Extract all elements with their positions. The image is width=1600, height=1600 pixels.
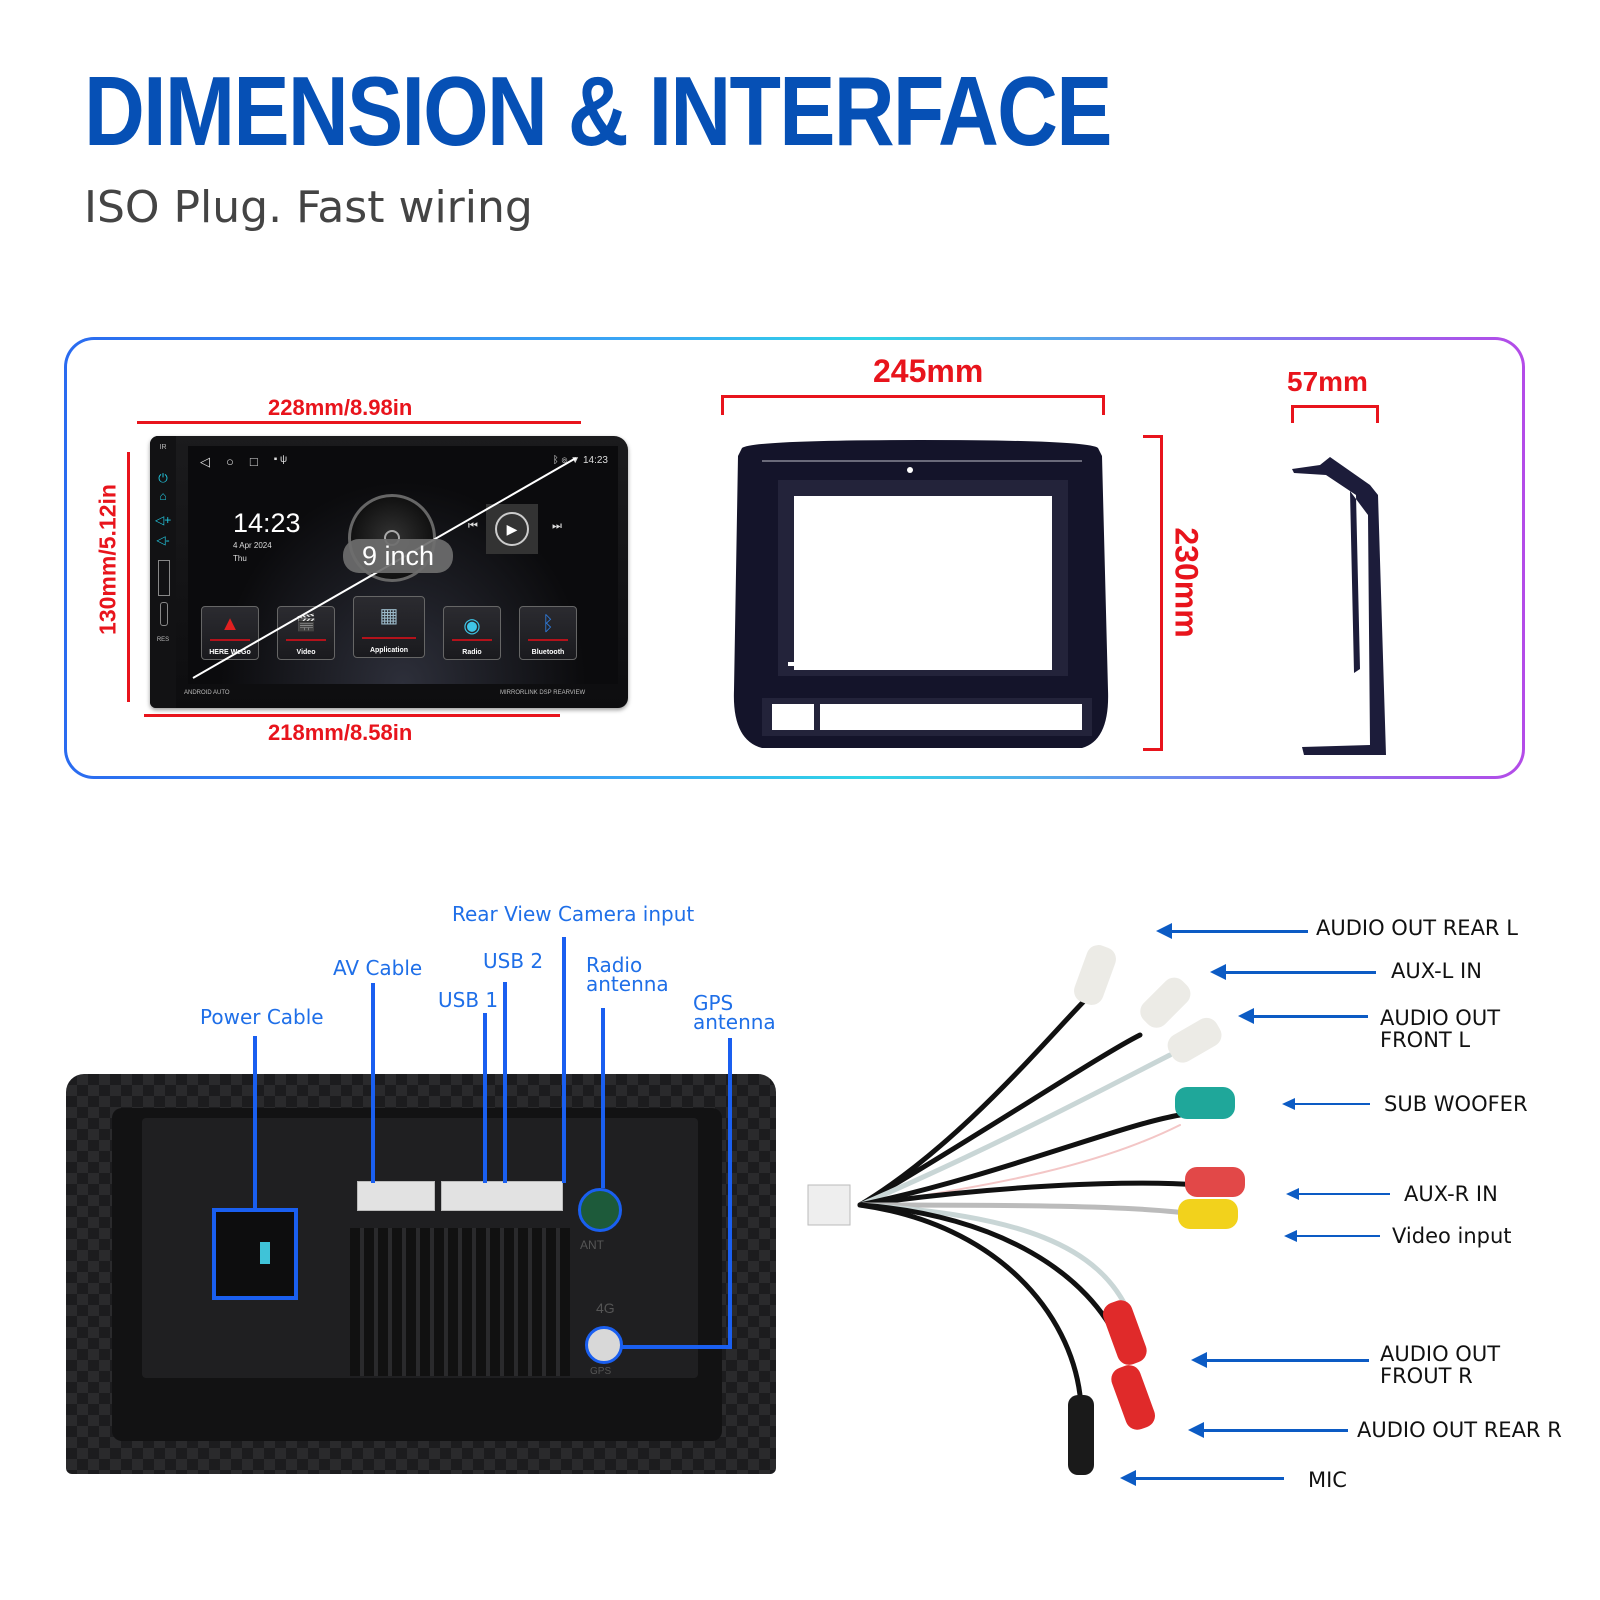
- usb-port-icon: [158, 560, 170, 596]
- heatsink: [350, 1228, 570, 1376]
- label-audio-out-rear-l: AUDIO OUT REAR L: [1316, 916, 1518, 940]
- wifi-icon: ▼: [570, 455, 581, 466]
- unit-height-label: 130mm/5.12in: [94, 484, 121, 635]
- usb-c-port-icon: [160, 602, 168, 626]
- app-here-wego[interactable]: ▲ HERE WeGo: [201, 606, 259, 660]
- unit-bottom-width-label: 218mm/8.58in: [268, 720, 413, 745]
- gps-antenna-port[interactable]: [585, 1326, 623, 1364]
- location-icon: ◎: [561, 455, 568, 466]
- page-subtitle: ISO Plug. Fast wiring: [84, 182, 533, 233]
- next-track-icon[interactable]: ⏭: [552, 520, 562, 532]
- label-aux-r-in: AUX-R IN: [1404, 1182, 1498, 1206]
- 4g-mark: 4G: [596, 1300, 615, 1316]
- page-title: DIMENSION & INTERFACE: [84, 56, 1113, 166]
- frame-depth-label: 57mm: [1287, 366, 1368, 397]
- side-mounting-bracket: [1292, 457, 1386, 755]
- arrow-audio-out-rear-l: [1156, 923, 1308, 939]
- label-audio-out-rear-r: AUDIO OUT REAR R: [1357, 1418, 1562, 1442]
- head-unit-side-panel: IR ⏻ ⌂ ◁+ ◁- RES: [150, 436, 176, 708]
- arrow-audio-out-rear-r: [1188, 1422, 1348, 1438]
- android-nav-bar: ◁ ○ □ ▪ ψ: [200, 454, 287, 470]
- power-cable-port[interactable]: [212, 1208, 298, 1300]
- unit-height-line: [127, 452, 130, 702]
- clock: 14:23: [233, 508, 301, 538]
- usb-camera-port-block[interactable]: [441, 1181, 563, 1211]
- app-grid-icon: ▦: [379, 605, 399, 627]
- ant-mark: ANT: [580, 1238, 604, 1252]
- media-player: ▶: [486, 504, 538, 554]
- label-audio-out-front-l-line2: FRONT L: [1380, 1028, 1471, 1052]
- status-bar: ᛒ ◎ ▼ 14:23: [553, 455, 608, 466]
- app-application[interactable]: ▦ Application: [353, 596, 425, 658]
- callout-radio-antenna: Radio antenna: [586, 953, 669, 996]
- unit-bottom-width-line: [144, 714, 560, 717]
- callout-rear-camera: Rear View Camera input: [452, 902, 695, 926]
- screen-size-badge: 9 inch: [343, 539, 453, 573]
- date: 4 Apr 2024: [233, 541, 272, 550]
- app-radio[interactable]: ◉ Radio: [443, 606, 501, 660]
- usb-status-icon: ▪ ψ: [273, 454, 288, 465]
- callout-usb-1: USB 1: [438, 988, 499, 1012]
- home-button-icon[interactable]: ⌂: [159, 489, 167, 503]
- label-audio-out-frout-r-line2: FROUT R: [1380, 1364, 1473, 1388]
- frame-width-label: 245mm: [873, 353, 984, 389]
- label-sub-woofer: SUB WOOFER: [1384, 1092, 1528, 1116]
- arrow-sub-woofer: [1282, 1098, 1370, 1110]
- play-icon[interactable]: ▶: [495, 512, 529, 546]
- dash-trim-frame: [733, 440, 1109, 748]
- callout-usb-2: USB 2: [483, 949, 544, 973]
- radio-antenna-icon: ◉: [463, 615, 481, 637]
- radio-antenna-port[interactable]: [578, 1188, 622, 1232]
- frame-height-label: 230mm: [1168, 527, 1205, 638]
- app-video[interactable]: 🎬 Video: [277, 606, 335, 660]
- res-label: RES: [156, 637, 170, 643]
- unit-top-width-label: 228mm/8.98in: [268, 395, 413, 420]
- status-time: 14:23: [582, 455, 608, 466]
- arrow-audio-out-frout-r: [1191, 1352, 1369, 1368]
- unit-top-width-line: [137, 421, 581, 424]
- av-cable-harness: [807, 945, 1245, 1475]
- arrow-video-input: [1284, 1230, 1380, 1242]
- bluetooth-status-icon: ᛒ: [552, 455, 559, 466]
- label-video-input: Video input: [1392, 1224, 1512, 1248]
- power-button-icon[interactable]: ⏻: [158, 471, 168, 485]
- video-clapper-icon: 🎬: [296, 615, 316, 632]
- bluetooth-icon: ᛒ: [542, 613, 554, 635]
- volume-down-icon[interactable]: ◁-: [156, 533, 170, 547]
- head-unit-screen: ◁ ○ □ ▪ ψ ᛒ ◎ ▼ 14:23 14:23 4 Apr 2024 T…: [188, 446, 618, 684]
- recents-icon[interactable]: □: [249, 454, 258, 469]
- arrow-audio-out-front-l: [1238, 1008, 1368, 1024]
- label-audio-out-front-l-line1: AUDIO OUT: [1380, 1006, 1501, 1030]
- rca-white-rear-l: [1074, 945, 1116, 1005]
- volume-up-icon[interactable]: ◁+: [155, 513, 172, 527]
- weekday: Thu: [233, 554, 247, 563]
- ir-label: IR: [159, 444, 167, 451]
- arrow-mic: [1120, 1470, 1284, 1486]
- label-mic: MIC: [1308, 1468, 1347, 1492]
- arrow-aux-r-in: [1286, 1188, 1390, 1200]
- back-icon[interactable]: ◁: [200, 454, 210, 469]
- label-aux-l-in: AUX-L IN: [1391, 959, 1482, 983]
- features-label: MIRRORLINK DSP REARVIEW: [500, 690, 586, 696]
- android-auto-label: ANDROID AUTO: [184, 690, 230, 696]
- navigation-arrow-icon: ▲: [220, 613, 240, 635]
- callout-gps-antenna: GPS antenna: [693, 991, 776, 1034]
- previous-track-icon[interactable]: ⏮: [468, 520, 478, 532]
- callout-av-cable: AV Cable: [333, 956, 423, 980]
- callout-power-cable: Power Cable: [200, 1005, 324, 1029]
- arrow-aux-l-in: [1210, 964, 1376, 980]
- label-audio-out-frout-r-line1: AUDIO OUT: [1380, 1342, 1501, 1366]
- app-bluetooth[interactable]: ᛒ Bluetooth: [519, 606, 577, 660]
- av-cable-port[interactable]: [357, 1181, 435, 1211]
- gps-mark: GPS: [590, 1366, 612, 1377]
- home-icon[interactable]: ○: [226, 454, 234, 469]
